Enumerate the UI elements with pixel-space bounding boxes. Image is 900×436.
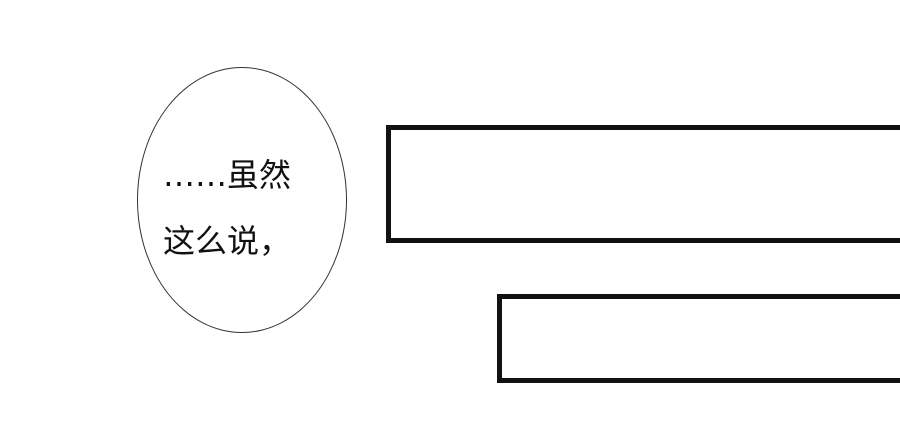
speech-bubble bbox=[137, 67, 347, 333]
empty-caption-box-bottom bbox=[497, 294, 900, 383]
speech-bubble-line-1: ……虽然 bbox=[163, 156, 292, 194]
empty-caption-box-top bbox=[386, 125, 900, 243]
speech-bubble-line-2: 这么说， bbox=[163, 222, 292, 260]
